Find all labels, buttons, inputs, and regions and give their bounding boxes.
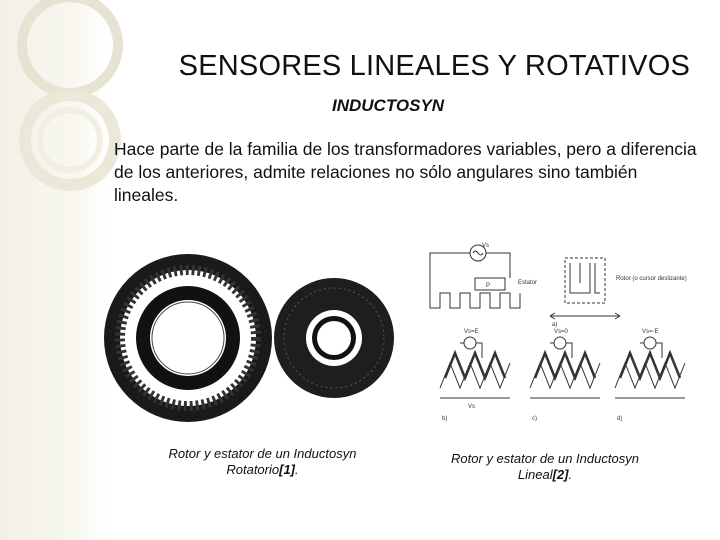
linear-caption-end: . [568,467,573,482]
label-vs-minus-e: Vs=-E [642,329,659,335]
rotary-caption-ref: [1] [279,462,295,477]
slide-subtitle: INDUCTOSYN [332,96,445,115]
label-estator: Estator [518,280,537,286]
slide-title: SENSORES LINEALES Y ROTATIVOS [178,50,690,82]
label-vs-top: Vs [482,243,489,249]
panel-c-diagram: Vs=0 c) [529,329,601,422]
rotary-caption-end: . [295,462,299,477]
panel-a-diagram: Vs P Estator Rotor (o cursor deslizante)… [429,243,687,328]
decorative-circles [17,0,123,191]
label-panel-b: b) [442,416,447,422]
stator-disk [104,254,272,422]
panel-b-diagram: Vs=E Vs b) [439,329,511,422]
linear-caption-text: Rotor y estator de un Inductosyn Lineal [451,451,639,482]
label-p: P [486,283,490,289]
linear-caption-ref: [2] [552,467,569,482]
panel-d-diagram: Vs=-E d) [614,329,686,422]
label-panel-c: c) [532,416,537,422]
linear-caption: Rotor y estator de un Inductosyn Lineal[… [430,451,660,483]
rotor-disk [274,278,394,398]
slide-body-text: Hace parte de la familia de los transfor… [114,139,697,205]
label-panel-d: d) [617,416,622,422]
rotary-caption-text: Rotor y estator de un Inductosyn Rotator… [168,446,357,477]
label-vs-0: Vs=0 [554,329,569,335]
rotary-caption: Rotor y estator de un Inductosyn Rotator… [150,446,375,478]
rotary-inductosyn-figure [104,254,394,422]
label-vs-e: Vs=E [464,329,479,335]
label-vs-b: Vs [468,404,475,410]
label-panel-a: a) [552,322,557,328]
label-rotor: Rotor (o cursor deslizante) [616,276,687,282]
linear-inductosyn-figure: Vs P Estator Rotor (o cursor deslizante)… [429,243,687,422]
